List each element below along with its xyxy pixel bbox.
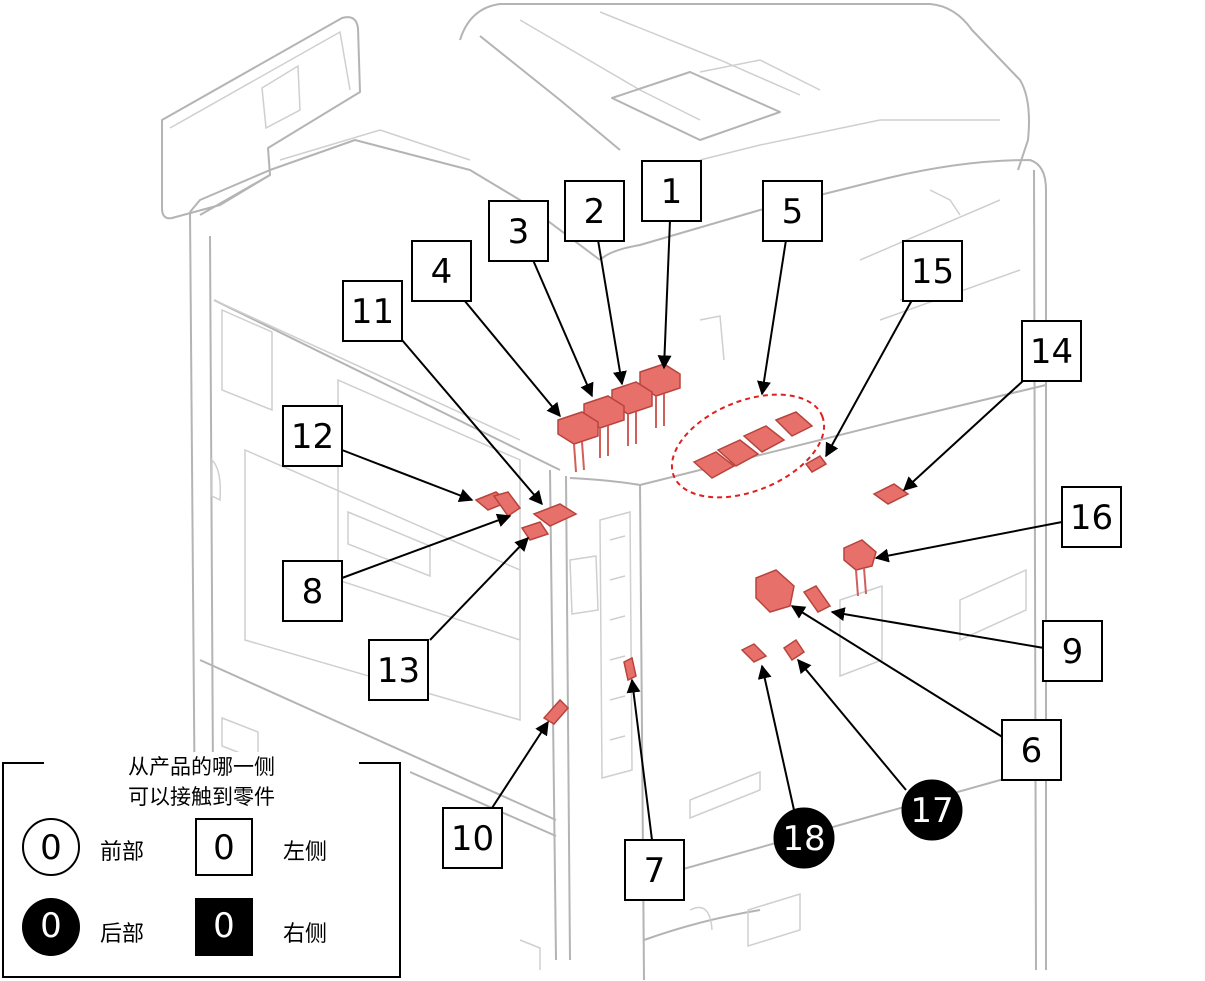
callout-14: 14 — [1021, 320, 1082, 382]
callout-2-text: 2 — [584, 192, 606, 232]
callout-6: 6 — [1001, 719, 1062, 781]
rear-label: 后部 — [100, 922, 145, 947]
callout-15-text: 15 — [911, 252, 954, 292]
front-label: 前部 — [100, 840, 145, 865]
part-9 — [802, 585, 832, 613]
right-symbol: 0 — [195, 898, 253, 956]
callout-5-text: 5 — [782, 192, 804, 232]
callout-12-text: 12 — [291, 417, 334, 457]
callout-6-text: 6 — [1021, 731, 1043, 771]
part-13 — [520, 521, 550, 541]
callout-8: 8 — [282, 560, 343, 622]
callout-9-text: 9 — [1062, 632, 1084, 672]
callout-1: 1 — [641, 160, 702, 222]
callout-4-text: 4 — [431, 252, 453, 292]
callout-17-text: 17 — [910, 791, 953, 831]
callout-11-text: 11 — [351, 292, 394, 332]
part-6 — [755, 569, 795, 613]
part-17 — [782, 638, 806, 662]
callout-labels: 1 2 3 4 5 6 7 8 — [282, 160, 1122, 901]
callout-17: 17 — [901, 779, 963, 841]
callout-7-text: 7 — [644, 851, 666, 891]
parts — [474, 363, 910, 725]
part-15 — [804, 455, 828, 473]
callout-13: 13 — [368, 639, 429, 701]
callout-11: 11 — [342, 280, 403, 342]
callout-16-text: 16 — [1070, 498, 1113, 538]
callout-16: 16 — [1061, 486, 1122, 548]
callout-9: 9 — [1042, 620, 1103, 682]
legend-title-line1: 从产品的哪一侧 — [128, 755, 275, 779]
left-symbol: 0 — [195, 818, 253, 876]
access-side-legend: 从产品的哪一侧 可以接触到零件 0 前部 0 左侧 0 后部 0 右侧 — [2, 752, 401, 978]
part-14 — [872, 483, 910, 505]
machine-outline — [161, 3, 1047, 981]
leader-lines — [341, 219, 1063, 841]
right-label: 右侧 — [283, 922, 328, 947]
callout-2: 2 — [564, 180, 625, 242]
callout-14-text: 14 — [1030, 332, 1073, 372]
front-symbol: 0 — [22, 818, 80, 876]
callout-4: 4 — [411, 240, 472, 302]
part-4 — [557, 411, 599, 473]
part-5 — [692, 411, 814, 479]
part-10 — [542, 698, 570, 725]
part-18 — [740, 643, 768, 663]
callout-5: 5 — [762, 180, 823, 242]
callout-8-text: 8 — [302, 572, 324, 612]
callout-10-text: 10 — [451, 819, 494, 859]
part-16 — [843, 539, 877, 597]
part-8 — [492, 491, 522, 518]
callout-15: 15 — [902, 240, 963, 302]
callout-10: 10 — [442, 807, 503, 869]
part-11 — [532, 503, 578, 527]
rear-symbol: 0 — [22, 898, 80, 956]
legend-title-line2: 可以接触到零件 — [128, 785, 275, 809]
part-7 — [623, 656, 637, 682]
callout-1-text: 1 — [661, 172, 683, 212]
legend-title: 从产品的哪一侧 可以接触到零件 — [44, 752, 359, 812]
callout-7: 7 — [624, 839, 685, 901]
highlight-ellipse — [670, 393, 826, 499]
callout-13-text: 13 — [377, 651, 420, 691]
callout-3: 3 — [488, 200, 549, 262]
callout-18: 18 — [773, 807, 835, 869]
callout-18-text: 18 — [782, 819, 825, 859]
callout-12: 12 — [282, 405, 343, 467]
callout-3-text: 3 — [508, 212, 530, 252]
left-label: 左侧 — [283, 840, 328, 865]
